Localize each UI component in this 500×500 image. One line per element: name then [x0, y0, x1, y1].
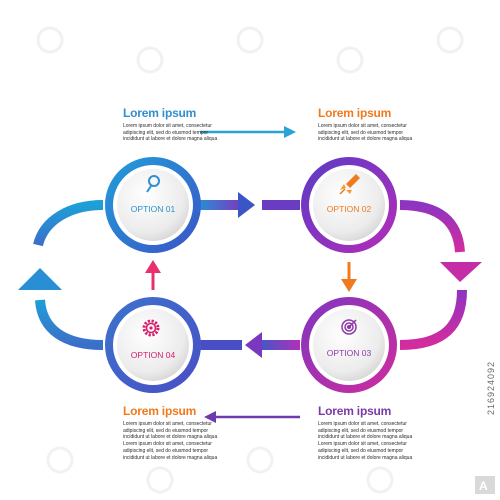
text-block-bottom-right: Lorem ipsum Lorem ipsum dolor sit amet, …: [318, 404, 453, 461]
rocket-icon: [339, 174, 360, 195]
arrow-up-icon: [145, 260, 161, 290]
text-block-top-right: Lorem ipsum Lorem ipsum dolor sit amet, …: [318, 106, 453, 143]
text-block-line: incididunt ut labore et dolore magna ali…: [318, 434, 413, 441]
target-icon: [341, 319, 357, 335]
text-block-line: adipiscing elit, sed do eiusmod tempor: [123, 427, 209, 434]
text-block-line: incididunt ut labore et dolore magna ali…: [318, 136, 413, 143]
magnifier-icon: [146, 175, 160, 193]
top-connector-bar: [200, 200, 240, 210]
left-loop-arc: [33, 200, 104, 247]
background-watermark-pattern: [36, 26, 464, 494]
arrow-left-icon: [204, 411, 300, 423]
text-block-line: incididunt ut labore et dolore magna ali…: [123, 136, 218, 143]
option-02-label: OPTION 02: [327, 204, 372, 214]
arrow-down-icon: [341, 262, 357, 292]
text-block-line: incididunt ut labore et dolore magna ali…: [123, 454, 218, 461]
adobe-stock-logo: A: [475, 476, 495, 494]
text-block-line: adipiscing elit, sed do eiusmod tempor: [318, 447, 404, 454]
option-04-node: OPTION 04: [105, 297, 201, 393]
top-connector-bar: [262, 200, 300, 210]
text-block-line: incididunt ut labore et dolore magna ali…: [123, 434, 218, 441]
text-block-line: adipiscing elit, sed do eiusmod tempor: [123, 447, 209, 454]
right-loop-arc: [399, 289, 467, 350]
right-loop-arrowhead: [440, 262, 482, 282]
text-block-line: Lorem ipsum dolor sit amet, consectetur: [318, 123, 407, 129]
left-loop-arrowhead: [18, 268, 62, 290]
text-block-line: Lorem ipsum dolor sit amet, consectetur: [123, 441, 212, 448]
option-01-label: OPTION 01: [131, 204, 176, 214]
option-02-node: OPTION 02: [301, 157, 397, 253]
option-04-label: OPTION 04: [131, 350, 176, 360]
text-block-line: Lorem ipsum dolor sit amet, consectetur: [318, 421, 407, 427]
option-03-node: OPTION 03: [301, 297, 397, 393]
text-block-line: Lorem ipsum dolor sit amet, consectetur: [123, 421, 212, 427]
option-03-label: OPTION 03: [327, 348, 372, 358]
text-block-title: Lorem ipsum: [318, 106, 392, 120]
text-block-line: incididunt ut labore et dolore magna ali…: [318, 454, 413, 461]
bottom-connector-arrowhead: [245, 332, 262, 358]
text-block-bottom-left: Lorem ipsum Lorem ipsum dolor sit amet, …: [123, 404, 258, 461]
text-block-line: Lorem ipsum dolor sit amet, consectetur: [318, 441, 407, 448]
watermark-id: 216924092: [486, 360, 496, 415]
text-block-title: Lorem ipsum: [123, 106, 197, 120]
gear-icon: [142, 319, 160, 337]
right-loop-arc: [399, 200, 465, 253]
svg-text:A: A: [479, 479, 488, 493]
bottom-connector-bar: [262, 340, 300, 350]
option-01-node: OPTION 01: [105, 157, 201, 253]
bottom-connector-bar: [200, 340, 242, 350]
text-block-line: adipiscing elit, sed do eiusmod tempor: [318, 427, 404, 434]
text-block-line: Lorem ipsum dolor sit amet, consectetur: [123, 123, 212, 129]
arrow-right-icon: [200, 126, 296, 138]
left-loop-arc: [35, 299, 104, 350]
text-block-line: adipiscing elit, sed do eiusmod tempor: [318, 129, 404, 136]
text-block-top-left: Lorem ipsum Lorem ipsum dolor sit amet, …: [123, 106, 258, 143]
text-block-title: Lorem ipsum: [123, 404, 197, 418]
text-block-title: Lorem ipsum: [318, 404, 392, 418]
text-block-line: adipiscing elit, sed do eiusmod tempor: [123, 129, 209, 136]
top-connector-arrowhead: [238, 192, 255, 218]
